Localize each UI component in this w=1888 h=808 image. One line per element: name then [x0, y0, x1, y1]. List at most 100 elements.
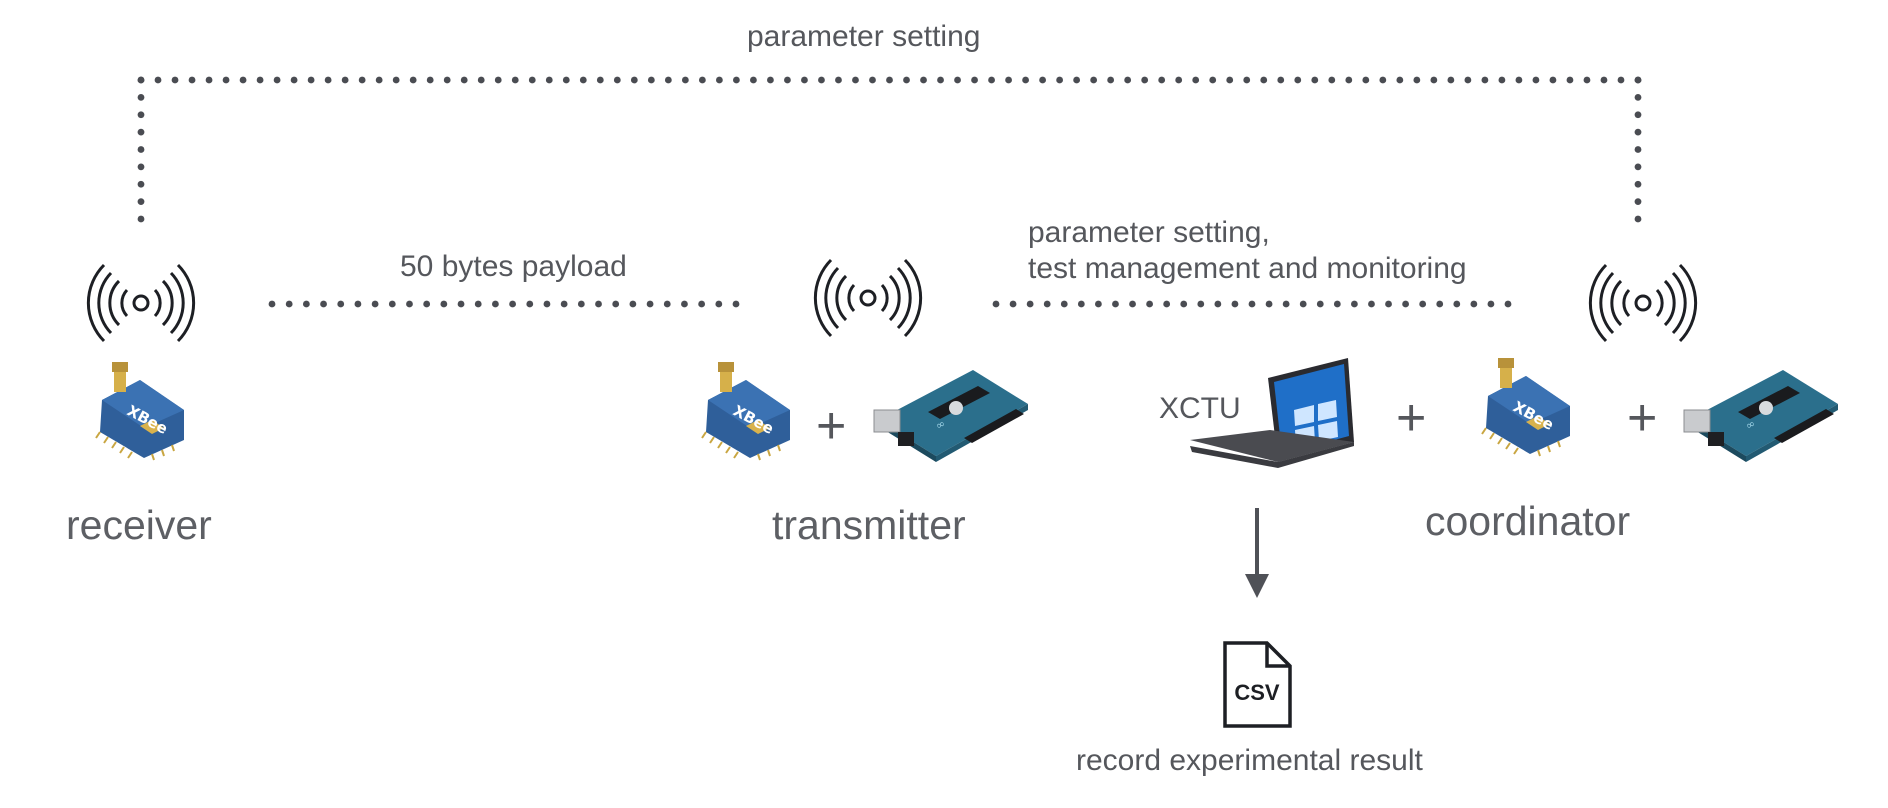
connector-dot — [137, 180, 145, 188]
connector-dot — [663, 300, 671, 308]
connector-dot — [971, 76, 978, 84]
connector-dot — [406, 300, 413, 308]
label-coordinator: coordinator — [1425, 498, 1631, 544]
connector-dot — [1419, 300, 1427, 308]
connector-dot — [375, 76, 383, 84]
connector-dot — [423, 300, 431, 308]
connector-dot — [612, 300, 620, 308]
connector-dot — [1124, 76, 1132, 84]
connector-dot — [1192, 76, 1200, 84]
connector-dot — [1175, 76, 1183, 84]
connector-dot — [1107, 76, 1115, 84]
connector-dot — [1260, 76, 1268, 84]
connector-dot — [137, 146, 145, 153]
connector-dot — [273, 76, 281, 84]
label-monitoring-line1: parameter setting, — [1028, 216, 1270, 249]
label-transmitter: transmitter — [772, 502, 966, 548]
connector-dot — [801, 76, 808, 84]
connector-dot — [137, 163, 145, 171]
connector-dot — [1265, 300, 1273, 308]
connector-dot — [205, 76, 213, 84]
connector-dot — [320, 300, 327, 308]
connector-dot — [354, 300, 362, 308]
connector-dot — [268, 300, 276, 308]
connector-dot — [1634, 215, 1642, 223]
arrow-down-icon — [1245, 508, 1269, 598]
connector-dot — [1316, 300, 1324, 308]
connector-dot — [509, 300, 516, 308]
connector-dot — [341, 76, 349, 84]
connector-dot — [818, 76, 825, 84]
connector-dot — [426, 76, 434, 84]
connector-dot — [543, 300, 551, 308]
connector-dot — [324, 76, 332, 84]
connector-dot — [302, 300, 310, 308]
connector-dot — [630, 76, 638, 84]
connector-dot — [1112, 300, 1119, 308]
connector-dot — [560, 300, 568, 308]
connector-dot — [1026, 300, 1034, 308]
connector-dot — [477, 76, 485, 84]
connector-dot — [492, 300, 499, 308]
connector-dot — [1226, 76, 1234, 84]
connector-dot — [577, 300, 585, 308]
dotted-line-payload — [268, 300, 740, 308]
connector-dot — [1447, 76, 1455, 84]
connector-dot — [1481, 76, 1489, 84]
connector-dot — [698, 76, 706, 84]
connector-dot — [239, 76, 247, 84]
connector-dot — [137, 111, 145, 119]
connector-dot — [988, 76, 995, 84]
connector-dot — [1566, 76, 1574, 84]
connector-dot — [1396, 76, 1404, 84]
connector-dot — [646, 300, 654, 308]
connector-dot — [1009, 300, 1017, 308]
csv-file-icon: CSV — [1223, 641, 1292, 728]
connector-dot — [154, 76, 162, 84]
connector-dot — [1634, 198, 1642, 206]
connector-dot — [1617, 76, 1625, 84]
connector-dot — [954, 76, 961, 84]
connector-dot — [337, 300, 345, 308]
arduino-board-icon-transmitter — [873, 369, 1029, 463]
connector-dot — [1328, 76, 1336, 84]
connector-dot — [1333, 300, 1341, 308]
connector-dot — [647, 76, 655, 84]
connector-dot — [171, 76, 179, 84]
connector-dot — [1231, 300, 1239, 308]
connector-dot — [767, 76, 774, 84]
connector-dot — [681, 300, 688, 308]
connector-dot — [1146, 300, 1153, 308]
connector-dot — [443, 76, 451, 84]
wireless-signal-icon-coordinator — [1588, 263, 1698, 343]
connector-dot — [1436, 300, 1444, 308]
connector-dot — [1163, 300, 1171, 308]
connector-dot — [1464, 76, 1472, 84]
connector-dot — [545, 76, 553, 84]
connector-dot — [1209, 76, 1217, 84]
connector-dot — [222, 76, 230, 84]
label-monitoring-line2: test management and monitoring — [1028, 252, 1467, 285]
connector-dot — [1470, 300, 1478, 308]
connector-dot — [1056, 76, 1064, 84]
connector-dot — [1487, 300, 1495, 308]
wireless-signal-icon-transmitter — [813, 258, 923, 338]
connector-dot — [1299, 300, 1307, 308]
connector-dot — [137, 198, 145, 206]
connector-dot — [526, 300, 534, 308]
connector-dot — [1504, 300, 1512, 308]
connector-dot — [1402, 300, 1409, 308]
connector-dot — [1634, 93, 1642, 101]
connector-dot — [1549, 76, 1557, 84]
connector-dot — [358, 76, 366, 84]
connector-dot — [256, 76, 264, 84]
connector-dot — [1073, 76, 1081, 84]
connector-dot — [137, 76, 145, 84]
connector-dot — [1043, 300, 1051, 308]
connector-dot — [1282, 300, 1290, 308]
wireless-signal-icon-receiver — [86, 263, 196, 343]
connector-dot — [392, 76, 400, 84]
plus-sign-laptop-xbee: + — [1396, 389, 1427, 447]
plus-sign-transmitter: + — [816, 397, 847, 455]
